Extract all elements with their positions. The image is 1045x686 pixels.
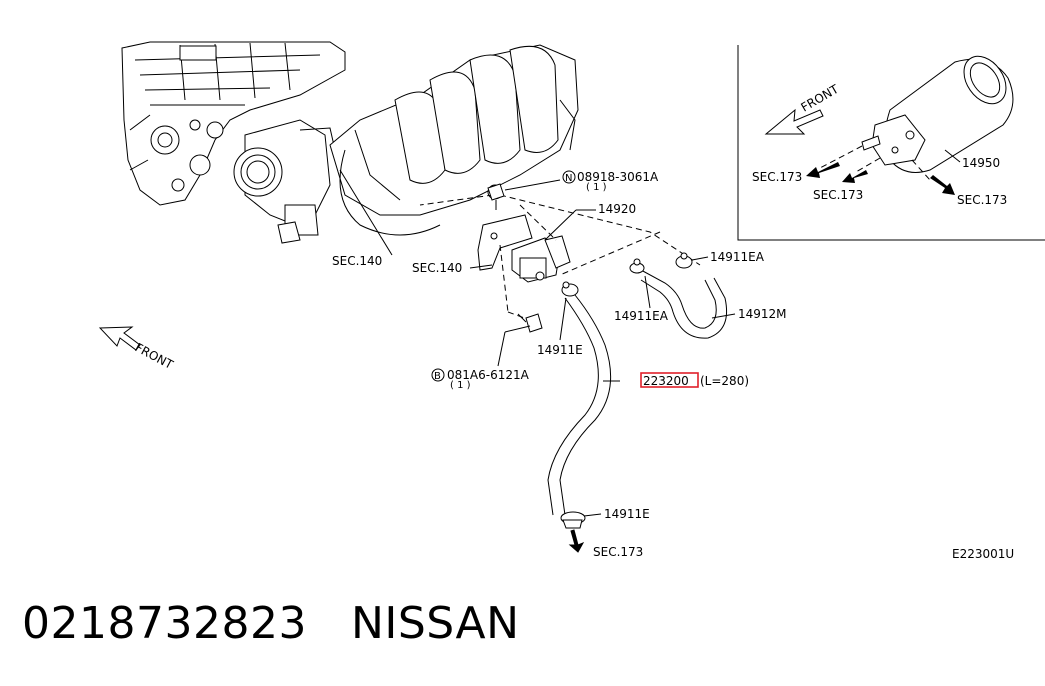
inset-arrow-b bbox=[842, 170, 868, 183]
label-14911e-bottom[interactable]: 14911E bbox=[604, 507, 650, 521]
figure-code: E223001U bbox=[952, 547, 1014, 561]
circle-b-marker bbox=[431, 368, 445, 382]
labels: SEC.140 SEC.140 N 08918-3061A ( 1 ) 1492… bbox=[133, 82, 1015, 561]
label-hose-length: (L=280) bbox=[700, 374, 749, 388]
front-arrow-inset bbox=[764, 108, 824, 135]
label-front-main: FRONT bbox=[133, 340, 176, 372]
label-14911ea-left[interactable]: 14911EA bbox=[614, 309, 669, 323]
circle-b-letter: B bbox=[434, 371, 441, 382]
hose-14912M bbox=[640, 269, 728, 339]
inset-arrow-a bbox=[806, 162, 840, 178]
label-14912m[interactable]: 14912M bbox=[738, 307, 787, 321]
footer-caption: 0218732823 NISSAN bbox=[22, 598, 520, 649]
clamp-14911e-bottom bbox=[560, 511, 586, 529]
label-inset-sec173-b[interactable]: SEC.173 bbox=[813, 188, 863, 202]
label-bolt-n-qty: ( 1 ) bbox=[586, 182, 607, 193]
leader-lines bbox=[339, 169, 736, 517]
canister-14950 bbox=[861, 55, 1014, 173]
label-14920[interactable]: 14920 bbox=[598, 202, 636, 216]
label-sec140-a[interactable]: SEC.140 bbox=[332, 254, 382, 268]
part-number: 0218732823 bbox=[22, 598, 307, 649]
highlight-box bbox=[640, 372, 699, 388]
circle-n-marker bbox=[562, 170, 576, 184]
label-14911ea-right[interactable]: 14911EA bbox=[710, 250, 765, 264]
circle-n-letter: N bbox=[565, 173, 572, 184]
clamp-14911ea-a bbox=[629, 258, 645, 274]
throttle-body-drawing bbox=[233, 119, 336, 244]
label-bolt-b-qty: ( 1 ) bbox=[450, 380, 471, 391]
label-14950[interactable]: 14950 bbox=[962, 156, 1000, 170]
inset-arrow-c bbox=[930, 175, 955, 195]
clamp-14911e-top bbox=[561, 281, 579, 297]
hose-223200 bbox=[547, 294, 612, 516]
bolt-bottom bbox=[517, 313, 543, 333]
intake-manifold-drawing bbox=[329, 44, 579, 236]
bolt-top bbox=[487, 183, 505, 210]
inset-panel bbox=[737, 45, 1045, 241]
purge-valve-14920 bbox=[511, 235, 571, 283]
label-sec140-b[interactable]: SEC.140 bbox=[412, 261, 462, 275]
label-hose-223200[interactable]: 223200 bbox=[643, 374, 689, 388]
brand-name: NISSAN bbox=[350, 598, 520, 649]
front-arrow-main bbox=[98, 326, 141, 351]
bracket bbox=[477, 214, 533, 271]
arrow-down-sec173 bbox=[568, 529, 585, 553]
label-sec173-bottom[interactable]: SEC.173 bbox=[593, 545, 643, 559]
label-bolt-08918-3061a[interactable]: 08918-3061A bbox=[577, 170, 659, 184]
label-inset-sec173-a[interactable]: SEC.173 bbox=[752, 170, 802, 184]
label-14911e-top[interactable]: 14911E bbox=[537, 343, 583, 357]
clamp-14911ea-b bbox=[675, 252, 693, 269]
label-bolt-081a6-6121a[interactable]: 081A6-6121A bbox=[447, 368, 530, 382]
engine-head-drawing bbox=[121, 41, 346, 206]
label-inset-sec173-c[interactable]: SEC.173 bbox=[957, 193, 1007, 207]
